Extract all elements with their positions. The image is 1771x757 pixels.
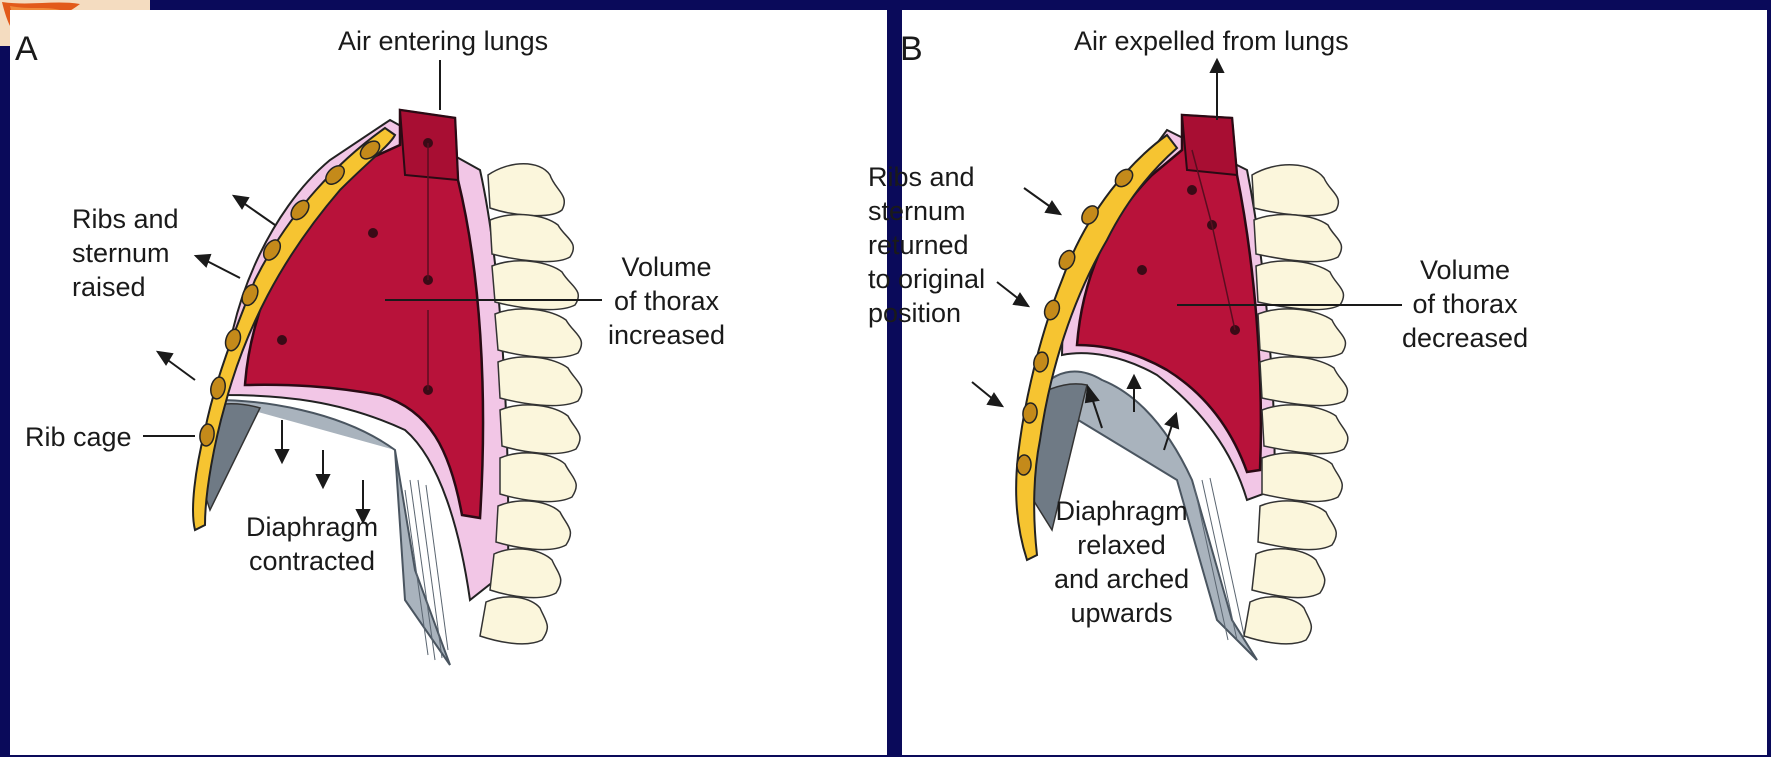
panel-letter-b: B bbox=[900, 32, 923, 66]
diaphragm-label: Diaphragm contracted bbox=[246, 510, 378, 578]
panel-letter-a: A bbox=[15, 32, 38, 66]
volume-label-line: of thorax bbox=[1402, 287, 1528, 321]
volume-label-line: decreased bbox=[1402, 321, 1528, 355]
volume-label-line: of thorax bbox=[608, 284, 725, 318]
volume-label: Volume of thorax increased bbox=[608, 250, 725, 352]
diaphragm-label-line: relaxed bbox=[1054, 528, 1189, 562]
volume-label-line: increased bbox=[608, 318, 725, 352]
ribs-label-line: Ribs and bbox=[868, 160, 985, 194]
ribs-label: Ribs and sternum returned to original po… bbox=[868, 160, 985, 330]
ribs-label-line: to original bbox=[868, 262, 985, 296]
volume-label-line: Volume bbox=[1402, 253, 1528, 287]
panel-exhalation: B Air expelled from lungs Ribs and stern… bbox=[902, 10, 1767, 755]
diaphragm-label-line: contracted bbox=[246, 544, 378, 578]
air-expelled-label: Air expelled from lungs bbox=[1074, 24, 1349, 58]
ribs-label-line: sternum bbox=[72, 236, 179, 270]
diaphragm-label-line: Diaphragm bbox=[1054, 494, 1189, 528]
ribs-label-line: sternum bbox=[868, 194, 985, 228]
ribs-label-line: returned bbox=[868, 228, 985, 262]
ribs-label-line: position bbox=[868, 296, 985, 330]
panel-inhalation: A Air entering lungs Ribs and sternum ra… bbox=[10, 10, 887, 755]
air-entering-label: Air entering lungs bbox=[338, 24, 548, 58]
diaphragm-label-line: Diaphragm bbox=[246, 510, 378, 544]
volume-label-line: Volume bbox=[608, 250, 725, 284]
ribs-label-line: raised bbox=[72, 270, 179, 304]
diaphragm-label-line: upwards bbox=[1054, 596, 1189, 630]
diaphragm-label-line: and arched bbox=[1054, 562, 1189, 596]
volume-label: Volume of thorax decreased bbox=[1402, 253, 1528, 355]
ribs-label-line: Ribs and bbox=[72, 202, 179, 236]
rib-cage-label: Rib cage bbox=[25, 420, 132, 454]
diaphragm-label: Diaphragm relaxed and arched upwards bbox=[1054, 494, 1189, 630]
ribs-label: Ribs and sternum raised bbox=[72, 202, 179, 304]
